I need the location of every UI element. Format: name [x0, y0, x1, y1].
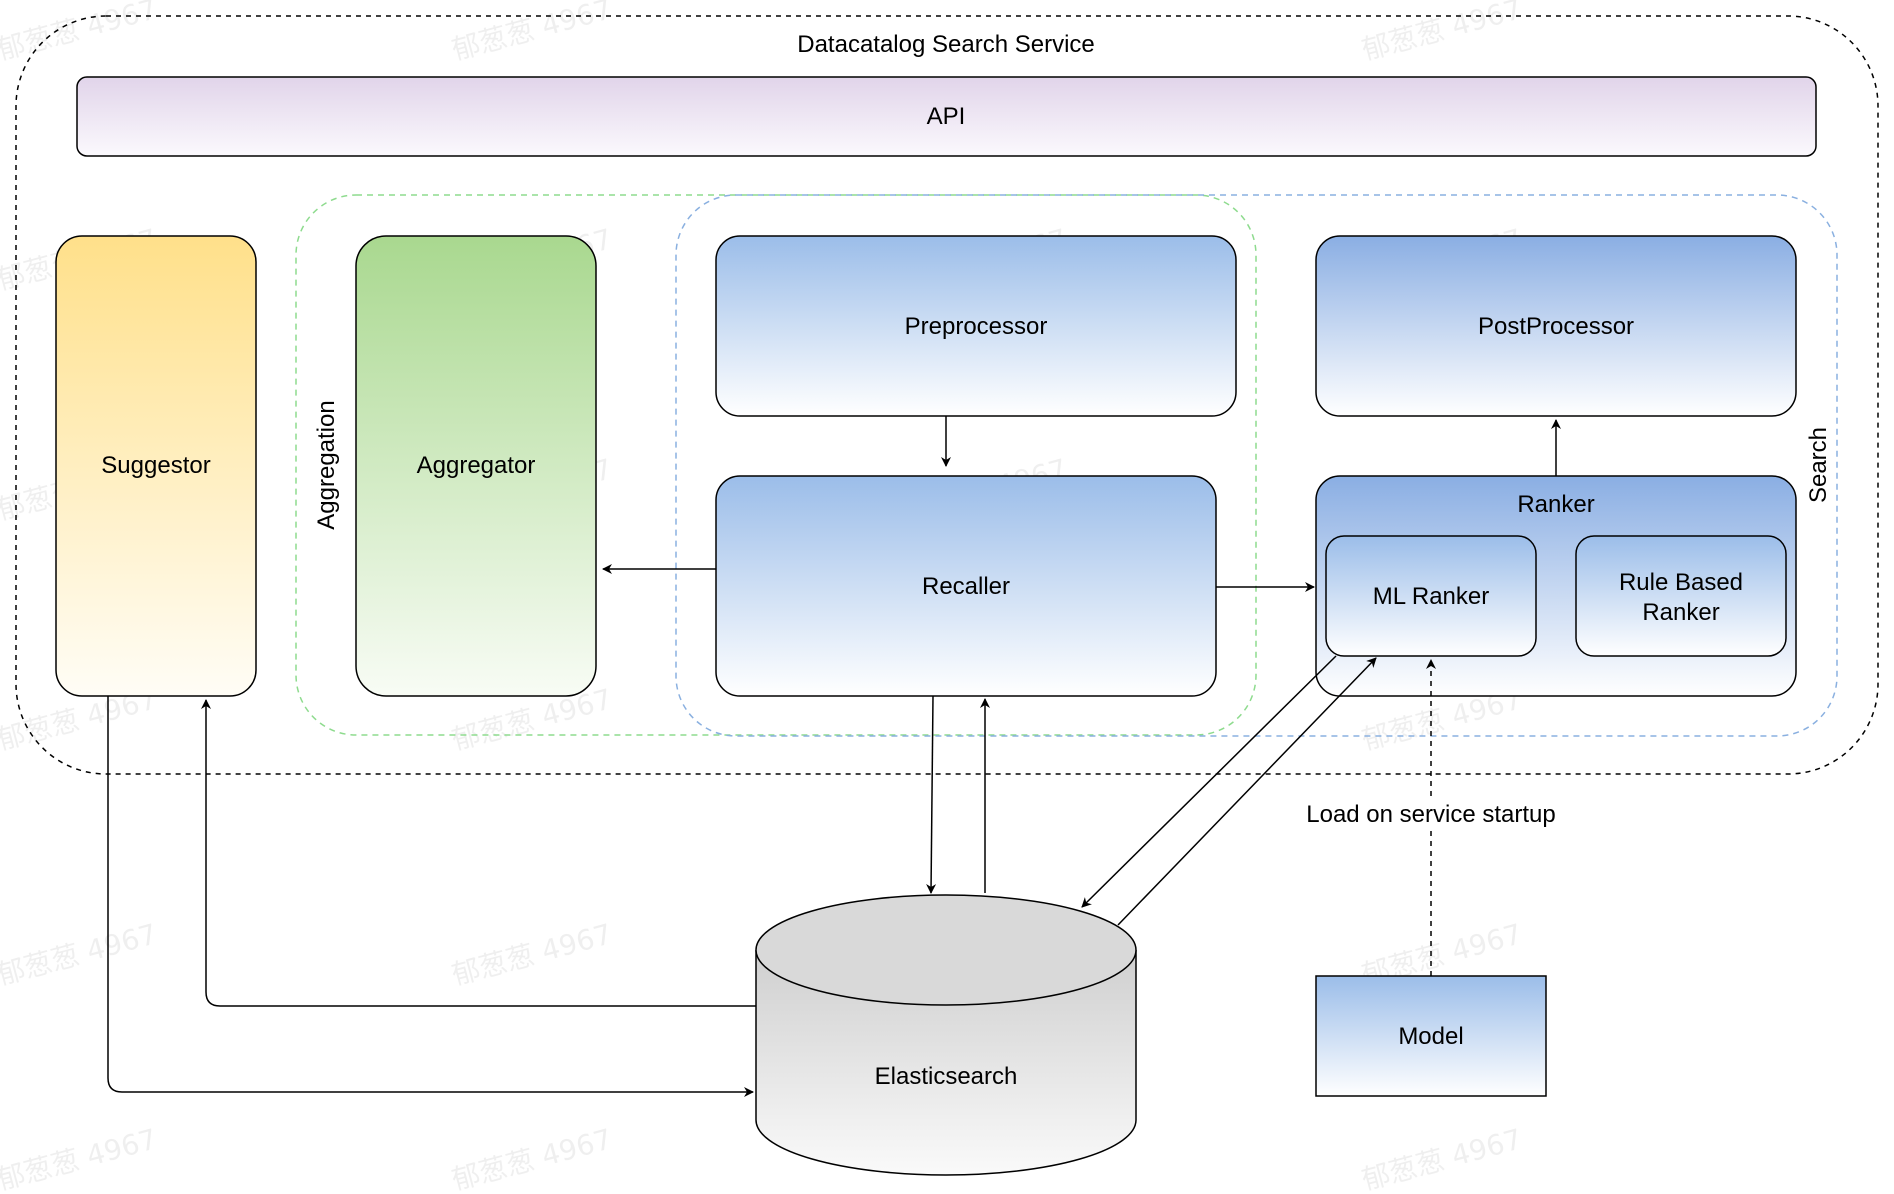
rule-based-ranker-label-line1: Rule Based — [1619, 569, 1743, 596]
aggregation-group — [295, 194, 1257, 736]
watermark: 郁葱葱 4967 — [448, 917, 615, 991]
edge-elasticsearch-to-ml-ranker — [1117, 657, 1377, 926]
search-group — [675, 194, 1838, 737]
model-label: Model — [1398, 1023, 1463, 1050]
postprocessor-box — [1315, 235, 1797, 417]
recaller-label: Recaller — [922, 573, 1010, 600]
postprocessor-label: PostProcessor — [1478, 313, 1634, 340]
model-load-edge-label: Load on service startup — [1306, 801, 1555, 828]
aggregator-box — [355, 235, 597, 697]
preprocessor-box — [715, 235, 1237, 417]
rule-based-ranker-box — [1575, 535, 1787, 657]
suggestor-label: Suggestor — [101, 452, 210, 479]
edge-elasticsearch-to-suggestor — [201, 699, 756, 1007]
ml-ranker-label: ML Ranker — [1373, 583, 1489, 610]
elasticsearch-db — [755, 894, 1137, 1176]
edge-ml-ranker-to-elasticsearch — [1081, 655, 1337, 908]
api-label: API — [927, 103, 966, 130]
ranker-label: Ranker — [1517, 491, 1594, 518]
suggestor-box — [55, 235, 257, 697]
service-boundary — [15, 15, 1879, 775]
edge-suggestor-to-elasticsearch — [107, 696, 754, 1097]
api-box — [76, 76, 1817, 157]
watermark: 郁葱葱 4967 — [1358, 0, 1525, 67]
watermark: 郁葱葱 4967 — [1358, 1122, 1525, 1194]
edge-label-background — [1301, 796, 1561, 830]
aggregation-group-label: Aggregation — [313, 400, 340, 529]
rule-based-ranker-label-line2: Ranker — [1642, 599, 1719, 626]
preprocessor-label: Preprocessor — [905, 313, 1048, 340]
model-box — [1315, 975, 1547, 1097]
watermark: 郁葱葱 4967 — [448, 1122, 615, 1194]
edge-recaller-to-elasticsearch — [926, 695, 937, 894]
watermark: 郁葱葱 4967 — [0, 0, 160, 67]
watermark: 郁葱葱 4967 — [448, 0, 615, 67]
recaller-box — [715, 475, 1217, 697]
service-title: Datacatalog Search Service — [797, 31, 1095, 58]
elasticsearch-label: Elasticsearch — [875, 1063, 1018, 1090]
search-group-label: Search — [1805, 427, 1832, 503]
watermark: 郁葱葱 4967 — [0, 917, 160, 991]
ml-ranker-box — [1325, 535, 1537, 657]
aggregator-label: Aggregator — [417, 452, 536, 479]
watermark: 郁葱葱 4967 — [0, 1122, 160, 1194]
